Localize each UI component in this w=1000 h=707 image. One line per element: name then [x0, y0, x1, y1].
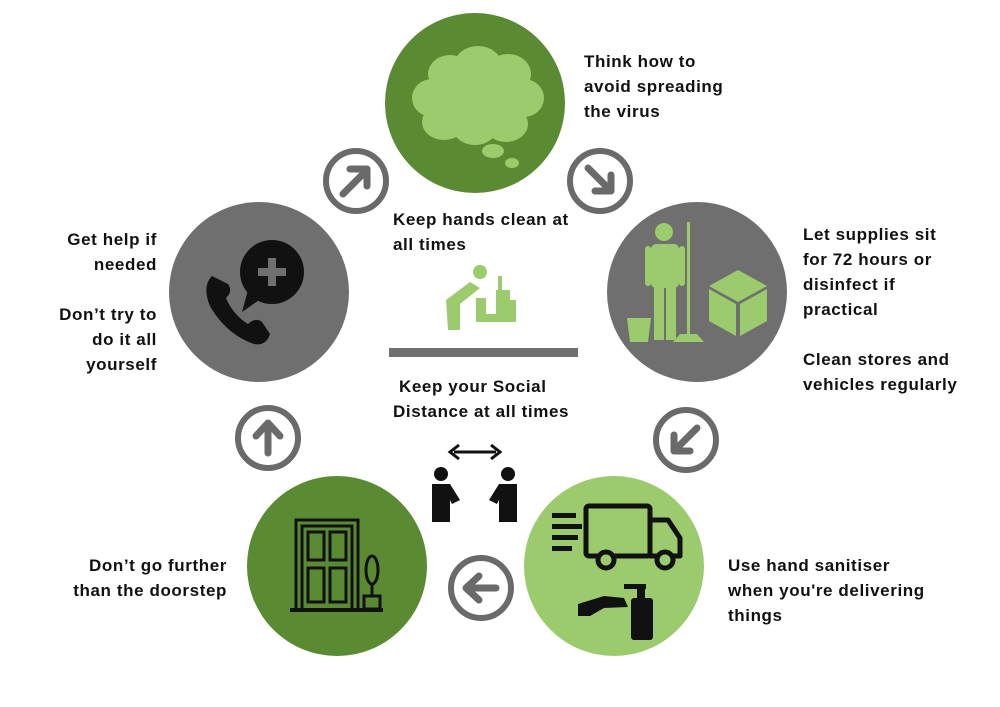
deliver-step [524, 476, 704, 656]
arrow-up-right-icon [323, 148, 389, 214]
supplies-step [607, 202, 787, 382]
supplies-line-1: Let supplies sit [803, 225, 937, 244]
arrow-up-icon [235, 405, 301, 471]
distance-line-2: Distance at all times [393, 402, 570, 421]
cleaner-with-mop-and-box-icon [627, 222, 767, 342]
deliver-line-1: Use hand sanitiser [728, 556, 890, 575]
arrow-down-left-icon [653, 407, 719, 473]
doorstep-line-1: Don’t go further [88, 556, 227, 575]
arrow-down-right-icon [567, 148, 633, 214]
hands-line-2: all times [393, 235, 467, 254]
help-line-1: Get help if [67, 230, 157, 249]
deliver-line-3: things [728, 606, 783, 625]
help-line-4: do it all [92, 330, 157, 349]
doorstep-text: Don’t go further than the doorstep [73, 553, 227, 603]
think-line-1: Think how to [584, 52, 697, 71]
doorstep-step [247, 476, 427, 656]
distance-text: Keep your Social Distance at all times [393, 374, 569, 424]
deliver-text: Use hand sanitiser when you're deliverin… [728, 553, 925, 628]
supplies-line-5: Clean stores and [803, 350, 950, 369]
supplies-line-4: practical [803, 300, 879, 319]
supplies-line-2: for 72 hours or [803, 250, 932, 269]
supplies-circle [607, 202, 787, 382]
supplies-text: Let supplies sit for 72 hours or disinfe… [803, 222, 957, 397]
delivery-truck-and-sanitiser-icon [552, 503, 683, 640]
supplies-line-3: disinfect if [803, 275, 896, 294]
hands-line-1: Keep hands clean at [393, 210, 569, 229]
help-line-5: yourself [86, 355, 157, 374]
center-divider [389, 348, 578, 357]
distance-line-1: Keep your Social [399, 377, 547, 396]
hands-text: Keep hands clean at all times [393, 207, 569, 257]
handwashing-icon [446, 265, 516, 330]
social-distance-icon [432, 443, 517, 522]
phone-help-icon [206, 240, 304, 345]
help-step [169, 202, 349, 382]
think-line-2: avoid spreading [584, 77, 724, 96]
help-line-3: Don’t try to [59, 305, 157, 324]
think-step [385, 13, 565, 193]
think-line-3: the virus [584, 102, 661, 121]
help-text: Get help if needed Don’t try to do it al… [59, 227, 157, 377]
thought-bubble-icon [412, 46, 544, 168]
doorstep-line-2: than the doorstep [73, 581, 227, 600]
deliver-line-2: when you're delivering [728, 581, 925, 600]
help-line-2: needed [93, 255, 157, 274]
supplies-line-6: vehicles regularly [803, 375, 958, 394]
arrow-left-icon [448, 555, 514, 621]
doorstep-circle [247, 476, 427, 656]
door-icon [290, 518, 383, 612]
think-text: Think how to avoid spreading the virus [584, 49, 723, 124]
